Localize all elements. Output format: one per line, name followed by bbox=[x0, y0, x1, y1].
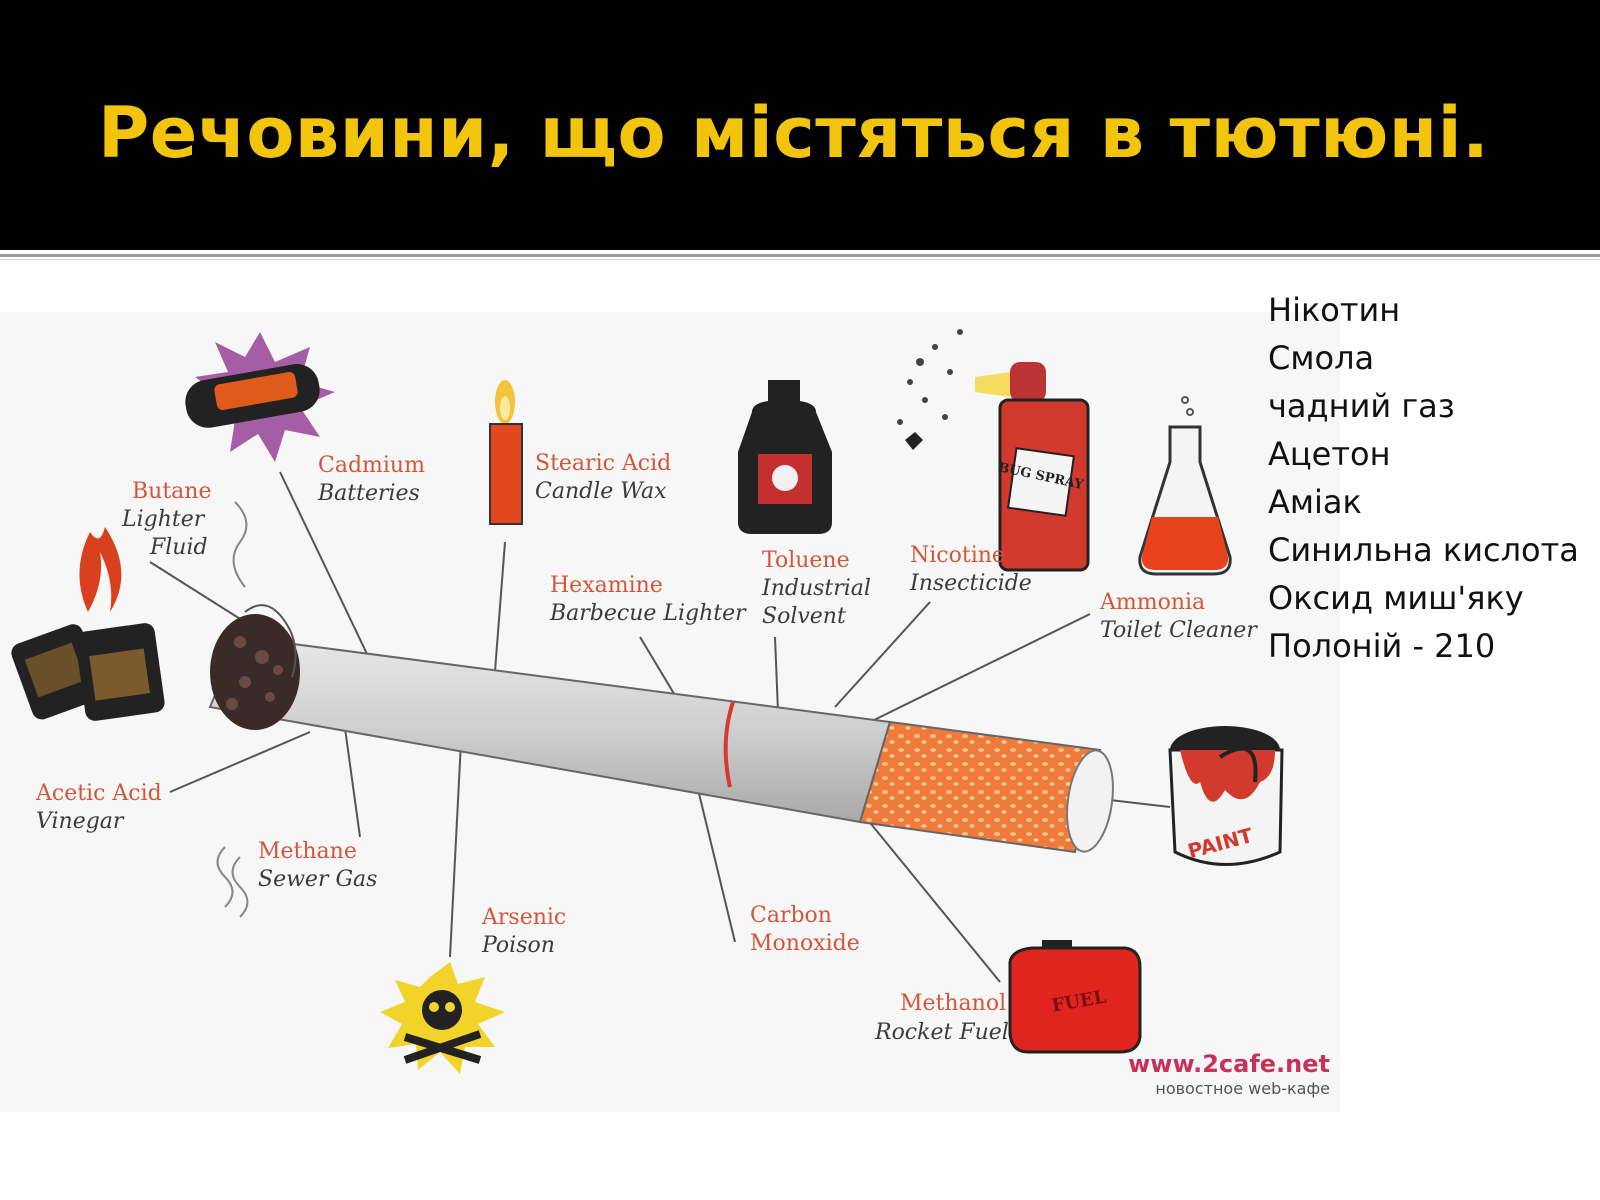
svg-text:Toluene: Toluene bbox=[762, 548, 850, 573]
svg-text:Candle Wax: Candle Wax bbox=[535, 479, 667, 504]
svg-text:Solvent: Solvent bbox=[762, 604, 846, 629]
svg-text:Acetic Acid: Acetic Acid bbox=[35, 781, 162, 806]
label-nicotine: Nicotine Insecticide bbox=[909, 543, 1032, 596]
cigarette bbox=[208, 604, 1114, 854]
flask-icon bbox=[1138, 396, 1232, 576]
svg-text:Monoxide: Monoxide bbox=[750, 931, 860, 956]
paint-can-icon: PAINT bbox=[1168, 726, 1284, 866]
list-item: Оксид миш'яку bbox=[1268, 579, 1524, 617]
label-toluene: Toluene Industrial Solvent bbox=[761, 548, 871, 629]
list-item: Ацетон bbox=[1268, 435, 1391, 473]
cigarette-illustration: BUG SPRAY PAINT FUEL bbox=[0, 312, 1340, 1112]
list-item: Смола bbox=[1268, 339, 1375, 377]
svg-text:Sewer Gas: Sewer Gas bbox=[258, 867, 377, 892]
label-hexamine: Hexamine Barbecue Lighter bbox=[549, 573, 747, 626]
watermark-tagline: новостное web-кафе bbox=[1155, 1079, 1330, 1098]
candle-icon bbox=[489, 380, 523, 525]
watermark-site: www.2cafe.net bbox=[1128, 1050, 1330, 1078]
list-item: Нікотин bbox=[1268, 291, 1401, 329]
label-methanol: Methanol Rocket Fuel bbox=[874, 991, 1009, 1045]
svg-text:Lighter: Lighter bbox=[121, 507, 206, 532]
svg-text:Arsenic: Arsenic bbox=[481, 905, 566, 930]
list-item: Аміак bbox=[1268, 483, 1362, 521]
svg-text:Methane: Methane bbox=[258, 839, 357, 864]
svg-text:Poison: Poison bbox=[481, 933, 555, 958]
svg-text:Butane: Butane bbox=[132, 479, 211, 504]
svg-text:Nicotine: Nicotine bbox=[910, 543, 1005, 568]
svg-text:Carbon: Carbon bbox=[750, 903, 832, 928]
svg-text:Methanol: Methanol bbox=[900, 991, 1006, 1016]
svg-text:Ammonia: Ammonia bbox=[1099, 590, 1205, 615]
cigarette-diagram: BUG SPRAY PAINT FUEL bbox=[0, 312, 1340, 1112]
label-stearic-acid: Stearic Acid Candle Wax bbox=[535, 451, 671, 504]
label-ammonia: Ammonia Toilet Cleaner bbox=[1099, 590, 1258, 643]
svg-text:Fluid: Fluid bbox=[149, 535, 208, 560]
svg-text:Vinegar: Vinegar bbox=[36, 809, 125, 834]
label-arsenic: Arsenic Poison bbox=[481, 905, 566, 958]
label-methane: Methane Sewer Gas bbox=[258, 839, 377, 892]
label-carbon-monoxide: Carbon Monoxide bbox=[750, 903, 860, 956]
lighter-icon bbox=[11, 527, 165, 721]
list-item: Полоній - 210 bbox=[1268, 627, 1496, 665]
skull-crossbones-icon bbox=[380, 962, 505, 1074]
solvent-bottle-icon bbox=[738, 380, 832, 534]
list-item: Синильна кислота bbox=[1268, 531, 1579, 569]
list-item: чадний газ bbox=[1268, 387, 1455, 425]
fuel-can-icon: FUEL bbox=[1008, 940, 1142, 1054]
smoke-squiggles bbox=[216, 501, 249, 918]
substance-list: Нікотин Смола чадний газ Ацетон Аміак Си… bbox=[1268, 286, 1579, 670]
battery-icon bbox=[185, 332, 335, 462]
bug-spray-icon: BUG SPRAY bbox=[897, 329, 1090, 572]
svg-text:Insecticide: Insecticide bbox=[909, 571, 1032, 596]
watermark: www.2cafe.net новостное web-кафе bbox=[1128, 1050, 1330, 1098]
title-bar: Речовини, що містяться в тютюні. bbox=[0, 0, 1600, 250]
label-acetic-acid: Acetic Acid Vinegar bbox=[35, 781, 162, 834]
svg-text:Batteries: Batteries bbox=[317, 481, 420, 506]
leader-lines bbox=[149, 471, 1171, 983]
svg-text:Hexamine: Hexamine bbox=[550, 573, 663, 598]
svg-text:Barbecue Lighter: Barbecue Lighter bbox=[549, 601, 747, 626]
svg-text:Toilet Cleaner: Toilet Cleaner bbox=[1100, 618, 1258, 643]
divider-line bbox=[0, 254, 1600, 257]
label-butane: Butane Lighter Fluid bbox=[121, 479, 211, 560]
svg-text:Rocket Fuel: Rocket Fuel bbox=[874, 1020, 1009, 1045]
slide-title: Речовини, що містяться в тютюні. bbox=[98, 92, 1490, 174]
svg-text:Industrial: Industrial bbox=[761, 576, 871, 601]
label-cadmium: Cadmium Batteries bbox=[317, 453, 425, 506]
svg-text:Cadmium: Cadmium bbox=[318, 453, 425, 478]
svg-text:Stearic Acid: Stearic Acid bbox=[535, 451, 671, 476]
divider-line-thin bbox=[0, 259, 1600, 260]
